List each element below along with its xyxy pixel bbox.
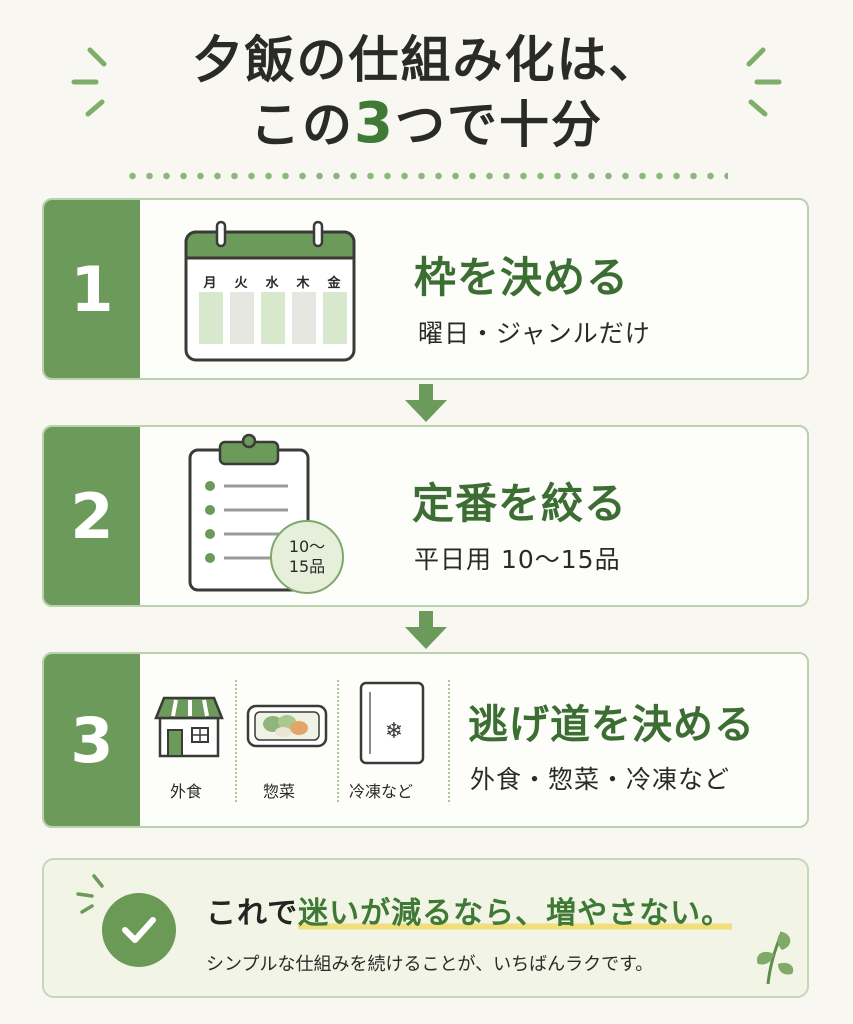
step-title-1: 枠を決める	[414, 253, 630, 302]
conclusion-before: これで	[206, 896, 299, 931]
dish-count-line-2: 15品	[288, 557, 326, 576]
left-burst-icon	[71, 47, 107, 117]
option-label-deli: 惣菜	[263, 782, 296, 801]
calendar-day-thu: 木	[296, 276, 310, 291]
step-number-3: 3	[44, 654, 140, 826]
option-label-frozen: 冷凍など	[349, 782, 414, 801]
down-arrow-icon	[405, 611, 447, 649]
calendar-day-wed: 水	[265, 276, 279, 291]
dotted-divider	[124, 172, 728, 180]
step-subtitle-3: 外食・惣菜・冷凍など	[470, 765, 731, 794]
calendar-day-fri: 金	[327, 276, 341, 291]
option-separator	[337, 680, 339, 802]
down-arrow-icon	[405, 384, 447, 422]
calendar-day-mon: 月	[203, 276, 217, 291]
calendar-icon	[184, 220, 356, 362]
dish-count-line-1: 10〜	[288, 537, 326, 556]
title-number: 3	[354, 91, 395, 156]
title-line-2: この3つで十分	[0, 92, 853, 157]
svg-text:❄: ❄	[385, 719, 403, 744]
leaf-sprig-icon	[756, 931, 794, 985]
option-label-eating-out: 外食	[170, 782, 203, 801]
step-card-1: 1	[42, 198, 809, 380]
step-title-2: 定番を絞る	[412, 479, 628, 528]
option-separator	[448, 680, 450, 802]
deli-container-icon	[246, 704, 328, 748]
step-number-2: 2	[44, 427, 140, 605]
step-number-1: 1	[44, 200, 140, 378]
title-line-2-before: この	[250, 96, 355, 154]
conclusion-headline: これで迷いが減るなら、増やさない。	[206, 888, 733, 932]
option-separator	[235, 680, 237, 802]
sparkle-burst-icon	[76, 874, 104, 914]
title-line-1: 夕飯の仕組み化は、	[192, 31, 661, 89]
restaurant-icon	[154, 696, 224, 758]
page-title: 夕飯の仕組み化は、 この3つで十分	[0, 28, 853, 157]
dish-count-badge: 10〜 15品	[270, 520, 344, 594]
step-card-2: 2	[42, 425, 809, 607]
step-title-3: 逃げ道を決める	[468, 702, 755, 748]
title-line-2-after: つで十分	[394, 96, 603, 154]
freezer-icon: ❄	[359, 681, 425, 765]
calendar-day-tue: 火	[234, 276, 248, 291]
conclusion-subtext: シンプルな仕組みを続けることが、いちばんラクです。	[206, 954, 654, 975]
step-subtitle-2: 平日用 10〜15品	[414, 545, 621, 574]
check-icon	[102, 893, 176, 967]
right-burst-icon	[746, 47, 782, 117]
step-subtitle-1: 曜日・ジャンルだけ	[418, 319, 651, 348]
conclusion-highlight: 迷いが減るなら、増やさない。	[298, 896, 733, 931]
